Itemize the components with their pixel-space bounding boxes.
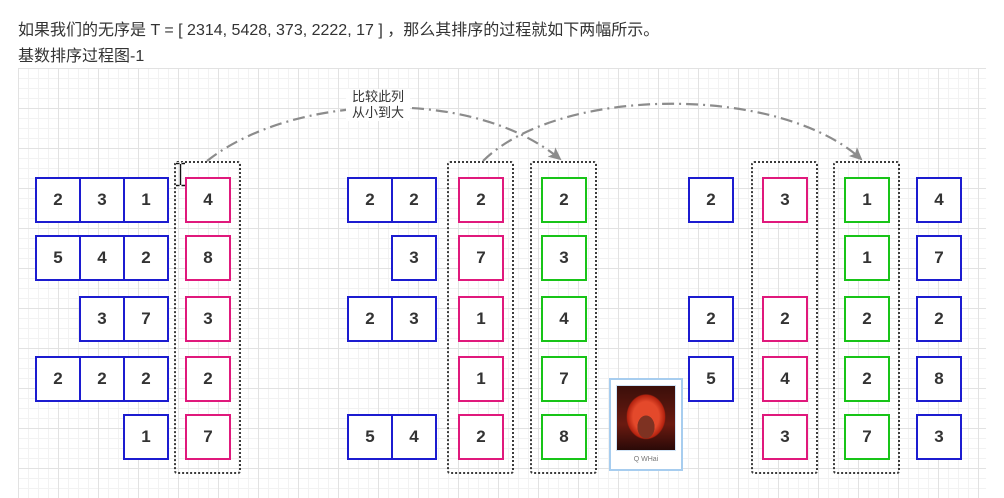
intro-text: 如果我们的无序是 T = [ 2314, 5428, 373, 2222, 17… <box>18 22 660 39</box>
compare-digit-box: 8 <box>185 235 231 281</box>
compare-column-frame <box>174 161 241 474</box>
compare-digit-box: 3 <box>762 177 808 223</box>
high-digit-box: 5 <box>35 235 81 281</box>
arrow-label: 比较此列 从小到大 <box>346 89 410 121</box>
sorted-column-frame <box>530 161 597 474</box>
high-digit-box: 2 <box>35 177 81 223</box>
compare-digit-box: 2 <box>185 356 231 402</box>
sorted-digit-box: 2 <box>844 356 890 402</box>
compare-digit-box: 4 <box>762 356 808 402</box>
compare-digit-box: 1 <box>458 296 504 342</box>
sorted-digit-box: 7 <box>541 356 587 402</box>
high-digit-box: 2 <box>35 356 81 402</box>
low-digit-box: 4 <box>916 177 962 223</box>
high-digit-box: 3 <box>79 296 125 342</box>
compare-digit-box: 2 <box>458 414 504 460</box>
compare-column-frame <box>751 161 818 474</box>
high-digit-box: 3 <box>391 235 437 281</box>
compare-digit-box: 3 <box>185 296 231 342</box>
high-digit-box: 5 <box>688 356 734 402</box>
sorted-digit-box: 4 <box>541 296 587 342</box>
high-digit-box: 2 <box>123 356 169 402</box>
figure-caption: 基数排序过程图-1 <box>18 48 145 65</box>
avatar-image <box>616 385 676 451</box>
high-digit-box: 2 <box>347 296 393 342</box>
high-digit-box: 4 <box>391 414 437 460</box>
high-digit-box: 1 <box>123 177 169 223</box>
sorted-digit-box: 7 <box>844 414 890 460</box>
high-digit-box: 3 <box>79 177 125 223</box>
compare-digit-box: 4 <box>185 177 231 223</box>
arrow-label-line: 比较此列 <box>351 89 404 104</box>
high-digit-box: 1 <box>123 414 169 460</box>
compare-column-frame <box>447 161 514 474</box>
high-digit-box: 2 <box>347 177 393 223</box>
sorted-digit-box: 1 <box>844 235 890 281</box>
high-digit-box: 4 <box>79 235 125 281</box>
compare-digit-box: 2 <box>458 177 504 223</box>
sorted-digit-box: 2 <box>541 177 587 223</box>
avatar-caption: Q WHai <box>633 456 659 463</box>
sorted-column-frame <box>833 161 900 474</box>
sorted-digit-box: 3 <box>541 235 587 281</box>
avatar: Q WHai <box>609 378 683 471</box>
sorted-digit-box: 1 <box>844 177 890 223</box>
low-digit-box: 3 <box>916 414 962 460</box>
text-cursor-icon <box>175 161 186 188</box>
compare-digit-box: 1 <box>458 356 504 402</box>
low-digit-box: 8 <box>916 356 962 402</box>
low-digit-box: 2 <box>916 296 962 342</box>
compare-digit-box: 7 <box>458 235 504 281</box>
arrow-label-line: 从小到大 <box>351 105 404 120</box>
compare-digit-box: 3 <box>762 414 808 460</box>
compare-digit-box: 7 <box>185 414 231 460</box>
sorted-digit-box: 8 <box>541 414 587 460</box>
low-digit-box: 7 <box>916 235 962 281</box>
high-digit-box: 3 <box>391 296 437 342</box>
high-digit-box: 2 <box>123 235 169 281</box>
high-digit-box: 5 <box>347 414 393 460</box>
high-digit-box: 7 <box>123 296 169 342</box>
high-digit-box: 2 <box>79 356 125 402</box>
high-digit-box: 2 <box>688 296 734 342</box>
sorted-digit-box: 2 <box>844 296 890 342</box>
high-digit-box: 2 <box>391 177 437 223</box>
high-digit-box: 2 <box>688 177 734 223</box>
compare-digit-box: 2 <box>762 296 808 342</box>
